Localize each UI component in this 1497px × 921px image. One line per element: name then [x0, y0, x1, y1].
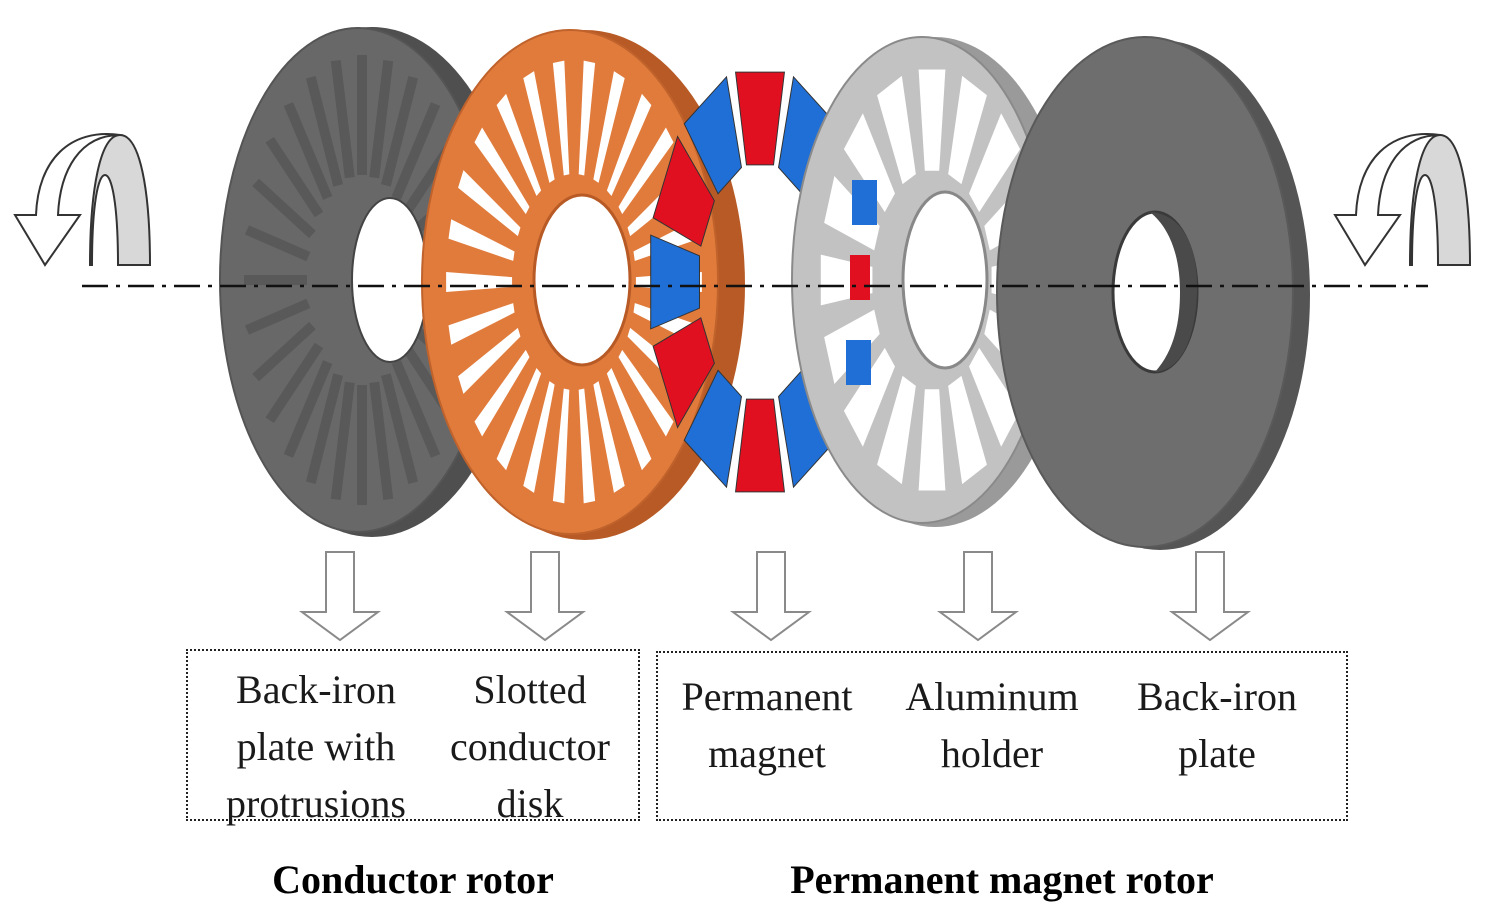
down-arrow-icon — [503, 551, 587, 642]
pm-rotor-title: Permanent magnet rotor — [790, 857, 1214, 902]
rotation-arrow-left-icon — [13, 133, 152, 267]
backiron-plate-disk — [996, 36, 1310, 550]
conductor-rotor-box — [186, 649, 640, 821]
down-arrow-icon — [936, 551, 1020, 642]
rotation-arrow-right-icon — [1333, 133, 1472, 267]
aluminum-holder-disk — [791, 36, 1075, 527]
label-slotted-disk: Slotted conductor disk — [450, 667, 610, 826]
down-arrow-icon — [729, 551, 813, 642]
label-backiron-plate: Back-iron plate — [1137, 674, 1297, 776]
label-aluminum-holder: Aluminum holder — [905, 674, 1079, 776]
down-arrow-icon — [298, 551, 382, 642]
label-permanent-magnet: Permanent magnet — [681, 674, 853, 776]
down-arrow-icon — [1168, 551, 1252, 642]
label-backiron-protrusions: Back-iron plate with protrusions — [226, 667, 406, 826]
pm-rotor-box — [656, 651, 1348, 821]
conductor-rotor-title: Conductor rotor — [272, 857, 554, 902]
